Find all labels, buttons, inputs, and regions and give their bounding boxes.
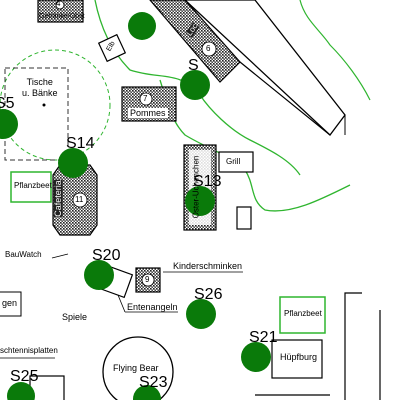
huepfburg	[271, 339, 323, 379]
spiele-label: Spiele	[62, 312, 88, 322]
kinderschminken-label: Kinderschminken	[173, 261, 243, 271]
bauwatch-label: BauWatch	[5, 250, 42, 259]
station-marker-s14[interactable]	[58, 148, 88, 178]
center-dot	[42, 103, 46, 107]
pflanzbeet-right-label: Pflanzbeet	[284, 309, 322, 318]
stand-4	[37, 0, 84, 23]
flying-bear-ring	[102, 336, 174, 400]
left-partial-label: gen	[2, 298, 18, 308]
right-edge-structure	[344, 292, 362, 400]
station-label-s20: S20	[92, 247, 121, 264]
station-label-s5: S5	[0, 95, 15, 112]
elb-stand	[97, 33, 127, 63]
small-box	[236, 206, 252, 230]
tables-label: Tische u. Bänke	[22, 77, 58, 98]
station-markers	[0, 12, 271, 400]
stand-9-number: 9	[145, 275, 150, 284]
station-label-s14: S14	[66, 135, 95, 152]
station-marker-s21[interactable]	[241, 342, 271, 372]
left-partial-box	[0, 291, 22, 317]
pflanzbeet-left	[10, 171, 52, 203]
entenangeln-label: Entenangeln	[127, 302, 178, 312]
cafeteria-label: Cafeteria	[52, 180, 63, 217]
station-label-s21: S21	[249, 329, 278, 346]
station-marker-s5[interactable]	[0, 109, 18, 139]
station-label-upper: S	[188, 57, 199, 74]
tischtennis-label: schtennisplatten	[0, 346, 58, 355]
station-marker-s23[interactable]	[133, 385, 161, 400]
pflanzbeet-left-label: Pflanzbeet	[14, 181, 52, 190]
flying-bear-label: Flying Bear	[113, 363, 159, 373]
station-marker-s25[interactable]	[7, 382, 35, 400]
stand-4-number: 4	[56, 0, 61, 8]
stand-7-label: Pommes	[130, 108, 166, 118]
green-path-right	[299, 0, 371, 101]
grill-label: Grill	[226, 157, 241, 166]
diagonal-number: 6	[206, 44, 211, 53]
grill-stand	[218, 151, 254, 173]
station-marker-s26[interactable]	[186, 299, 216, 329]
station-label-s23: S23	[139, 374, 168, 391]
station-label-s25: S25	[10, 368, 39, 385]
station-label-s13: S13	[193, 173, 222, 190]
stand-7-number: 7	[143, 94, 148, 103]
stand-4-label: Getränke/Obst	[39, 13, 85, 20]
huepfburg-label: Hüpfburg	[280, 352, 318, 362]
station-marker-top[interactable]	[128, 12, 156, 40]
cafeteria-number: 11	[75, 195, 84, 204]
station-label-s26: S26	[194, 286, 223, 303]
station-marker-upper[interactable]	[180, 70, 210, 100]
station-marker-s13[interactable]	[185, 186, 215, 216]
station-marker-s20[interactable]	[84, 260, 114, 290]
pflanzbeet-right	[279, 296, 326, 334]
